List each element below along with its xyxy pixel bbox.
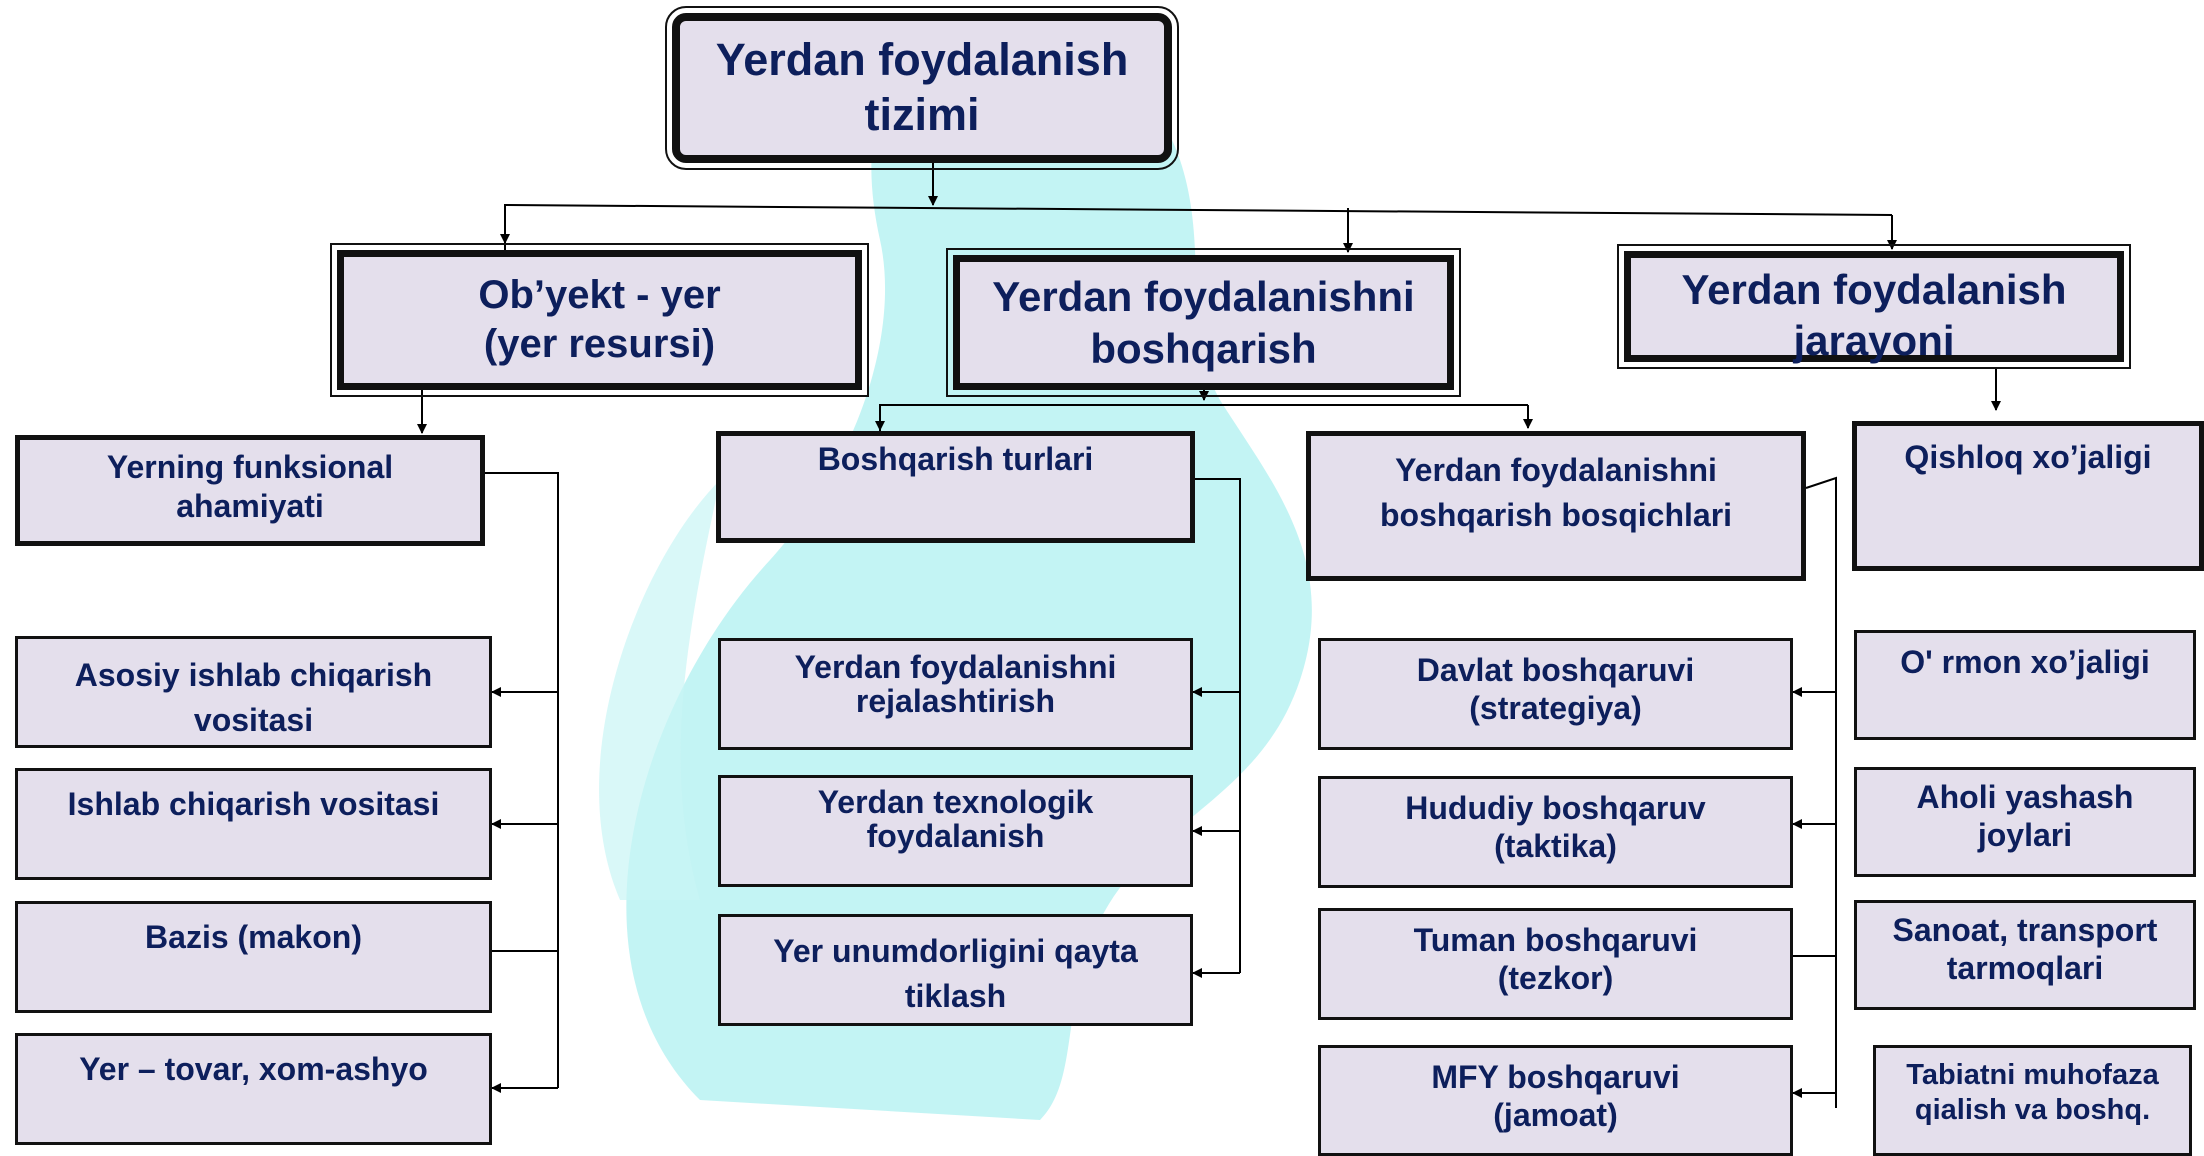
node-land-use-process-line1: Yerdan foydalanish	[1681, 266, 2067, 313]
col4-item-3: Aholi yashash joylari	[1854, 767, 2196, 877]
node-land-use-process: Yerdan foydalanish jarayoni	[1617, 244, 2131, 369]
col1-item-3: Bazis (makon)	[15, 901, 492, 1013]
col1-header: Yerning funksional ahamiyati	[15, 435, 485, 546]
col2-item-3-line1: Yer unumdorligini qayta	[773, 933, 1138, 969]
col3-header: Yerdan foydalanishni boshqarish bosqichl…	[1306, 431, 1806, 581]
col3-item-2: Hududiy boshqaruv (taktika)	[1318, 776, 1793, 888]
col1-item-4: Yer – tovar, xom-ashyo	[15, 1033, 492, 1145]
col3-item-1-line2: (strategiya)	[1469, 690, 1642, 727]
col3-item-2-line1: Hududiy boshqaruv	[1405, 790, 1706, 826]
col4-item-3-line1: Aholi yashash	[1916, 779, 2134, 815]
col1-item-3-line1: Bazis (makon)	[145, 919, 362, 955]
root-title-line2: tizimi	[864, 89, 980, 140]
col1-header-line2: ahamiyati	[176, 488, 324, 525]
col1-header-line1: Yerning funksional	[106, 449, 394, 485]
col2-item-2-line2: foydalanish	[866, 817, 1045, 854]
root-title-line1: Yerdan foydalanish	[715, 34, 1129, 86]
node-land-use-management: Yerdan foydalanishni boshqarish	[946, 248, 1461, 397]
col1-item-4-line1: Yer – tovar, xom-ashyo	[79, 1051, 428, 1087]
col4-item-2-line1: O' rmon xo’jaligi	[1900, 644, 2150, 680]
col4-item-4-line2: tarmoqlari	[1946, 950, 2104, 987]
col2-item-2: Yerdan texnologik foydalanish	[718, 775, 1193, 887]
col2-header: Boshqarish turlari	[716, 431, 1195, 543]
col3-header-line1: Yerdan foydalanishni	[1395, 452, 1717, 488]
node-object-land: Ob’yekt - yer (yer resursi)	[330, 243, 869, 397]
node-land-use-management-line1: Yerdan foydalanishni	[992, 273, 1415, 321]
col3-item-4: MFY boshqaruvi (jamoat)	[1318, 1045, 1793, 1156]
col3-item-1-line1: Davlat boshqaruvi	[1416, 652, 1695, 688]
col2-item-1: Yerdan foydalanishni rejalashtirish	[718, 638, 1193, 750]
col3-item-4-line1: MFY boshqaruvi	[1431, 1059, 1680, 1095]
col3-item-2-line2: (taktika)	[1494, 828, 1617, 865]
col2-item-3: Yer unumdorligini qayta tiklash	[718, 914, 1193, 1026]
root-node: Yerdan foydalanish tizimi	[665, 6, 1179, 170]
col4-item-1-line1: Qishloq xo’jaligi	[1904, 439, 2152, 475]
col1-item-1-line1: Asosiy ishlab chiqarish	[74, 657, 433, 693]
col2-item-2-line1: Yerdan texnologik	[817, 784, 1094, 820]
node-land-use-management-line2: boshqarish	[1090, 324, 1317, 372]
col2-item-1-line1: Yerdan foydalanishni	[794, 649, 1117, 685]
col4-item-4: Sanoat, transport tarmoqlari	[1854, 900, 2196, 1010]
col2-item-1-line2: rejalashtirish	[855, 682, 1056, 719]
col3-item-4-line2: (jamoat)	[1493, 1097, 1618, 1134]
col4-item-5-line2: qialish va boshq.	[1914, 1093, 2151, 1126]
col3-item-3-line1: Tuman boshqaruvi	[1413, 922, 1698, 958]
col4-item-1: Qishloq xo’jaligi	[1852, 421, 2204, 571]
node-object-land-line2: (yer resursi)	[483, 322, 716, 366]
node-land-use-process-line2: jarayoni	[1793, 317, 1955, 365]
node-object-land-line1: Ob’yekt - yer	[478, 273, 721, 318]
col1-item-1-line2: vositasi	[193, 701, 314, 738]
col1-item-2-line1: Ishlab chiqarish vositasi	[67, 786, 440, 822]
col4-item-3-line2: joylari	[1977, 817, 2073, 854]
col3-item-3: Tuman boshqaruvi (tezkor)	[1318, 908, 1793, 1020]
col3-header-line2: boshqarish bosqichlari	[1379, 496, 1733, 533]
col2-item-3-line2: tiklash	[904, 977, 1007, 1014]
col3-item-1: Davlat boshqaruvi (strategiya)	[1318, 638, 1793, 750]
col4-item-5: Tabiatni muhofaza qialish va boshq.	[1873, 1045, 2192, 1156]
col1-item-2: Ishlab chiqarish vositasi	[15, 768, 492, 880]
col2-header-line1: Boshqarish turlari	[817, 441, 1094, 477]
col4-item-5-line1: Tabiatni muhofaza	[1906, 1059, 2159, 1091]
col3-item-3-line2: (tezkor)	[1497, 960, 1614, 997]
col1-item-1: Asosiy ishlab chiqarish vositasi	[15, 636, 492, 748]
col4-item-2: O' rmon xo’jaligi	[1854, 630, 2196, 740]
col4-item-4-line1: Sanoat, transport	[1892, 912, 2158, 948]
